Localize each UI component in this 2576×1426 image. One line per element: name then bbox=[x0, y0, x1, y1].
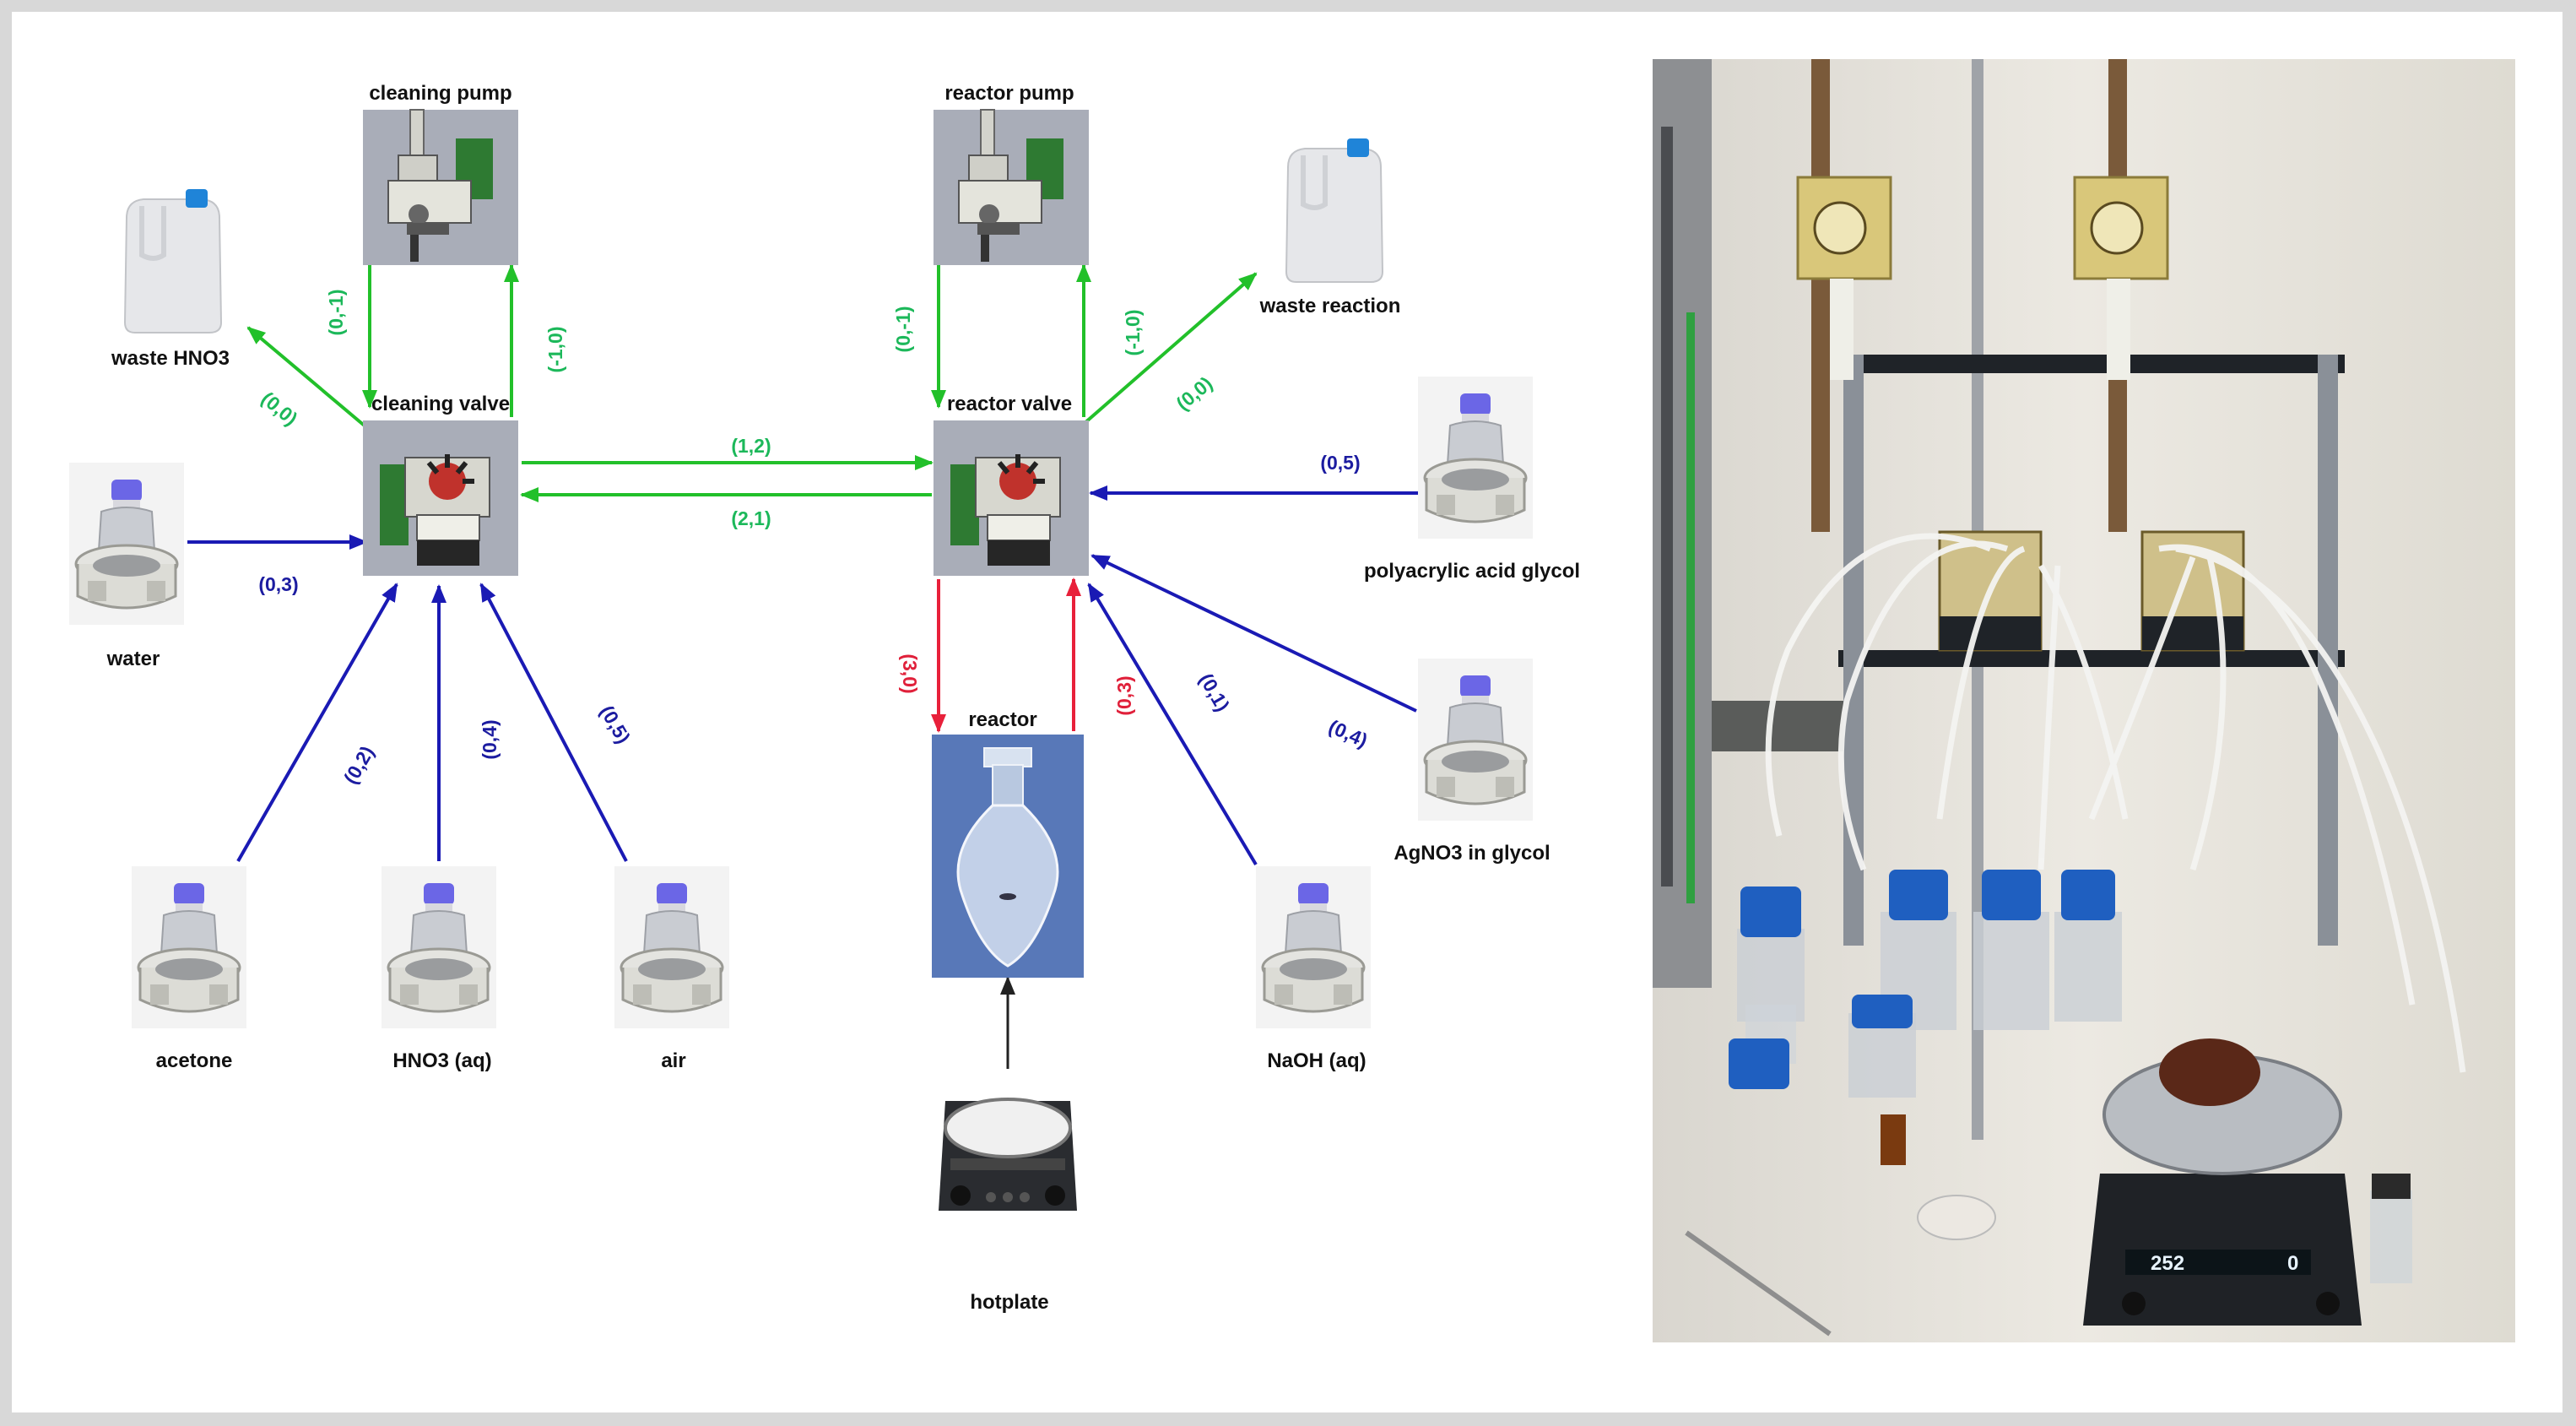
arrow-cvalve-to-waste bbox=[246, 326, 368, 429]
edge-label-naoh-to-rvalve: (0,1) bbox=[1195, 670, 1234, 715]
edge-label-cvalve-to-rvalve: (1,2) bbox=[731, 435, 771, 457]
label-water: water bbox=[106, 648, 160, 670]
air-bottle-icon bbox=[613, 865, 731, 1030]
reactor-pump-icon bbox=[933, 109, 1090, 266]
arrow-air-to-cvalve bbox=[479, 583, 628, 862]
hotplate-icon bbox=[932, 1072, 1084, 1238]
edge-label-acetone-to-cvalve: (0,2) bbox=[339, 742, 378, 788]
edge-label-cvalve-to-waste: (0,0) bbox=[257, 388, 302, 430]
label-agno3: AgNO3 in glycol bbox=[1394, 842, 1550, 865]
label-hno3-aq: HNO3 (aq) bbox=[392, 1049, 491, 1072]
edge-label-agno3-to-rvalve: (0,4) bbox=[1325, 715, 1371, 751]
polyacrylic-bottle-icon bbox=[1416, 375, 1534, 540]
label-acetone: acetone bbox=[156, 1049, 233, 1072]
blue-connectors bbox=[187, 485, 1418, 866]
label-waste-reaction: waste reaction bbox=[1259, 295, 1401, 317]
edge-label-rvalve-to-reactor: (3,0) bbox=[899, 653, 921, 693]
label-waste-hno3: waste HNO3 bbox=[111, 347, 230, 370]
edge-label-rvalve-to-rpump: (-1,0) bbox=[1122, 310, 1144, 356]
label-cleaning-valve: cleaning valve bbox=[371, 393, 510, 415]
cleaning-pump-icon bbox=[362, 109, 519, 266]
edge-label-rvalve-to-waste: (0,0) bbox=[1172, 372, 1216, 415]
label-reactor: reactor bbox=[968, 708, 1036, 731]
arrow-acetone-to-cvalve bbox=[236, 583, 398, 862]
label-cleaning-pump: cleaning pump bbox=[369, 82, 511, 105]
green-connectors bbox=[246, 263, 1258, 502]
waste-hno3-canister-icon bbox=[116, 181, 231, 336]
acetone-bottle-icon bbox=[130, 865, 248, 1030]
cleaning-valve-icon bbox=[363, 420, 518, 576]
edge-label-rpump-to-rvalve: (0,-1) bbox=[892, 306, 914, 353]
label-reactor-valve: reactor valve bbox=[947, 393, 1072, 415]
edge-label-air-to-cvalve: (0,5) bbox=[596, 702, 635, 747]
edge-label-poly-to-rvalve: (0,5) bbox=[1320, 452, 1360, 474]
waste-reaction-canister-icon bbox=[1278, 130, 1393, 285]
label-air: air bbox=[661, 1049, 685, 1072]
label-reactor-pump: reactor pump bbox=[944, 82, 1074, 105]
arrow-rvalve-to-waste bbox=[1082, 272, 1258, 426]
arrow-naoh-to-rvalve bbox=[1087, 583, 1258, 866]
hotplate-display-speed: 0 bbox=[2287, 1252, 2298, 1275]
edge-label-cvalve-to-cpump: (-1,0) bbox=[544, 327, 566, 373]
edge-label-cpump-to-cvalve: (0,-1) bbox=[325, 290, 347, 336]
node-labels: cleaning pump reactor pump waste HNO3 wa… bbox=[106, 82, 1580, 1314]
edge-label-rvalve-to-cvalve: (2,1) bbox=[731, 507, 771, 529]
edge-label-hno3-to-cvalve: (0,4) bbox=[479, 719, 501, 759]
label-hotplate: hotplate bbox=[970, 1291, 1048, 1314]
water-bottle-icon bbox=[68, 461, 186, 626]
flow-diagram: cleaning pump reactor pump waste HNO3 wa… bbox=[68, 82, 1580, 1314]
arrow-agno3-to-rvalve bbox=[1090, 554, 1417, 713]
lab-setup-photo: 252 0 bbox=[1653, 59, 2515, 1342]
edge-label-reactor-to-rvalve: (0,3) bbox=[1113, 675, 1135, 715]
agno3-bottle-icon bbox=[1416, 657, 1534, 822]
edge-label-water-to-cvalve: (0,3) bbox=[258, 573, 298, 595]
label-polyacrylic: polyacrylic acid glycol bbox=[1364, 560, 1580, 583]
reactor-valve-icon bbox=[934, 420, 1089, 576]
hno3-bottle-icon bbox=[380, 865, 498, 1030]
label-naoh: NaOH (aq) bbox=[1267, 1049, 1366, 1072]
figure-frame: cleaning pump reactor pump waste HNO3 wa… bbox=[12, 12, 2562, 1412]
red-connectors bbox=[931, 577, 1081, 733]
hotplate-display-temperature: 252 bbox=[2151, 1252, 2184, 1275]
reactor-flask-icon bbox=[932, 735, 1084, 978]
naoh-bottle-icon bbox=[1254, 865, 1372, 1030]
